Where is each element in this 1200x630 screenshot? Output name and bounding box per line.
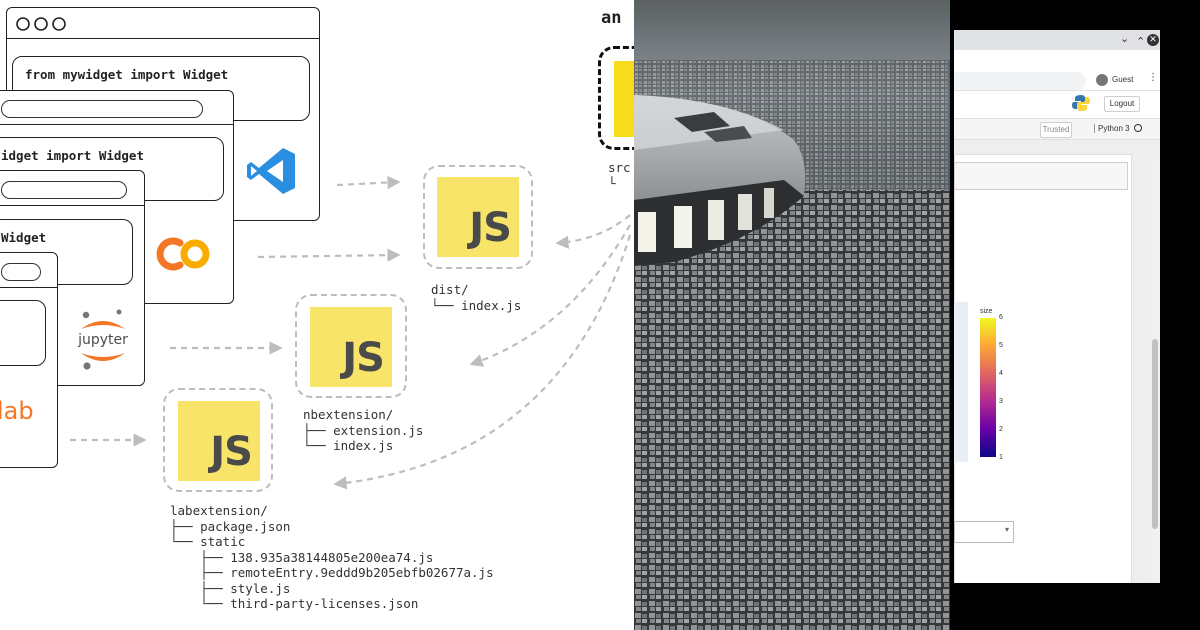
colorbar-tick: 2: [999, 426, 1003, 433]
colorbar-tick: 4: [999, 370, 1003, 377]
colorbar-tick: 5: [999, 342, 1003, 349]
colorbar-tick: 1: [999, 454, 1003, 461]
chevron-up-icon[interactable]: ⌃: [1136, 35, 1146, 48]
tree-file: └── index.js: [431, 297, 522, 313]
tree-file: ├── package.json: [170, 518, 291, 534]
flow-arrows: [70, 175, 632, 490]
js-logo-text: JS: [469, 205, 512, 251]
scrollbar-thumb[interactable]: [1152, 339, 1158, 529]
address-bar[interactable]: [954, 72, 1086, 90]
kernel-status-icon: [1134, 124, 1142, 132]
user-label[interactable]: Guest: [1112, 75, 1134, 84]
dist-js-box: JS: [423, 165, 533, 269]
folder-name: nbextension/: [303, 407, 394, 422]
nbextension-tree: nbextension/ ├── extension.js └── index.…: [303, 407, 423, 454]
jupyter-logo-text: jupyter: [78, 332, 128, 348]
colab-icon: [155, 234, 213, 278]
window-titlebar: ⌄ ⌃ ✕: [954, 30, 1160, 50]
window-dots-icon: [15, 16, 71, 36]
plot-area: [954, 302, 968, 462]
logout-button[interactable]: Logout: [1104, 96, 1140, 112]
code-line: from mywidget import Widget: [25, 67, 229, 82]
python-icon: [1072, 94, 1090, 116]
tree-file: ├── remoteEntry.9eddd9b205ebfb02677a.js: [170, 565, 494, 580]
labextension-tree: labextension/ ├── package.json └── stati…: [170, 503, 494, 612]
user-icon[interactable]: [1096, 74, 1108, 86]
dist-tree: dist/ └── index.js: [431, 282, 521, 313]
close-icon[interactable]: ✕: [1147, 34, 1159, 46]
colorbar-ticks: 6 5 4 3 2 1: [999, 314, 1003, 461]
js-logo-text: JS: [342, 335, 385, 381]
cell-input[interactable]: [954, 162, 1128, 190]
js-logo-text: JS: [210, 429, 253, 475]
labextension-js-box: JS: [163, 388, 273, 492]
src-js-box: [598, 46, 634, 150]
jupyter-icon: jupyter: [73, 309, 133, 371]
chevron-down-icon: ▾: [1004, 525, 1009, 534]
nbextension-js-box: JS: [295, 294, 407, 398]
tree-file: └── index.js: [303, 438, 394, 453]
colorbar: [980, 318, 996, 457]
jupyterlab-logo-text: lab: [0, 397, 34, 425]
tree-file: ├── style.js: [170, 580, 291, 596]
tree-file: └── static: [170, 534, 246, 549]
tree-file: └── third-party-licenses.json: [170, 596, 419, 611]
code-line: idget import Widget: [1, 148, 144, 163]
partial-title: an: [601, 8, 622, 28]
code-cell: [0, 300, 46, 366]
tree-file: ├── 138.935a38144805e200ea74.js: [170, 549, 434, 565]
colorbar-title: size: [980, 308, 993, 315]
folder-name: labextension/: [170, 503, 268, 518]
browser-window: Guest ⋮ Logout Trusted Python 3 size 6 5…: [954, 50, 1160, 583]
src-label: src └: [608, 160, 631, 191]
colorbar-tick: 3: [999, 398, 1003, 405]
dropdown-select[interactable]: ▾: [954, 521, 1014, 543]
menu-dots-icon[interactable]: ⋮: [1148, 72, 1158, 83]
notebook-screenshot: ⌄ ⌃ ✕ Guest ⋮ Logout Trusted Python 3 si…: [950, 0, 1200, 630]
ufo-city-image: [634, 0, 950, 630]
vscode-icon: [245, 146, 297, 200]
kernel-indicator: Python 3: [1094, 124, 1130, 133]
diagram-panel: from mywidget import Widget idget import…: [0, 7, 634, 612]
trusted-indicator[interactable]: Trusted: [1040, 122, 1072, 138]
chevron-down-icon[interactable]: ⌄: [1120, 32, 1130, 45]
code-line: Widget: [1, 230, 47, 245]
folder-name: dist/: [431, 282, 469, 297]
scrollbar[interactable]: [1150, 154, 1160, 583]
tree-file: ├── extension.js: [303, 422, 424, 438]
colorbar-tick: 6: [999, 314, 1003, 321]
